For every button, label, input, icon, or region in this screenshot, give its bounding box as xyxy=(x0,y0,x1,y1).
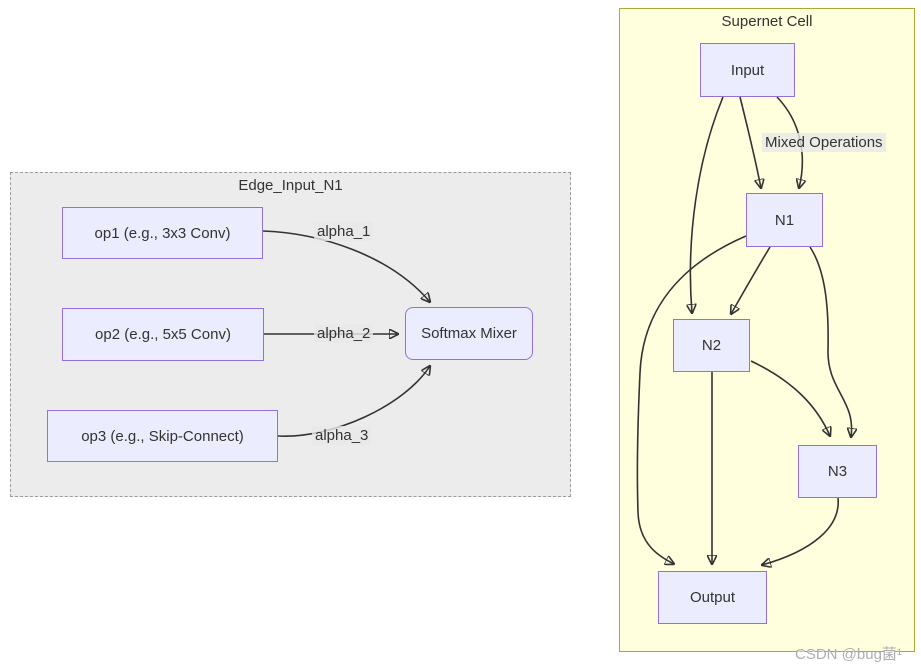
watermark: CSDN @bug菌¹ xyxy=(795,646,902,663)
node-output: Output xyxy=(658,571,767,624)
node-n1: N1 xyxy=(746,193,823,247)
node-n2: N2 xyxy=(673,319,750,372)
node-softmax-mixer: Softmax Mixer xyxy=(405,307,533,360)
node-op1: op1 (e.g., 3x3 Conv) xyxy=(62,207,263,259)
node-n3: N3 xyxy=(798,445,877,498)
edge-input-n2 xyxy=(690,96,724,313)
edge-op1-mixer xyxy=(262,230,430,302)
edge-label-alpha-1: alpha_1 xyxy=(314,222,374,241)
node-op2: op2 (e.g., 5x5 Conv) xyxy=(62,308,264,361)
edge-n2-n3 xyxy=(750,360,830,436)
edge-label-mixed-operations: Mixed Operations xyxy=(762,133,886,152)
node-input: Input xyxy=(700,43,795,97)
edge-n3-output xyxy=(762,497,839,565)
cluster-supernet-cell: Supernet Cell xyxy=(619,8,915,652)
edge-op3-mixer xyxy=(277,366,430,437)
node-op3: op3 (e.g., Skip-Connect) xyxy=(47,410,278,462)
edge-input-n1 xyxy=(739,96,761,188)
edge-label-alpha-2: alpha_2 xyxy=(314,324,374,343)
edge-n1-output xyxy=(636,235,747,564)
edge-label-alpha-3: alpha_3 xyxy=(312,426,372,445)
edge-n1-n2 xyxy=(731,246,771,314)
cluster-title-supernet-cell: Supernet Cell xyxy=(721,13,813,30)
cluster-title-edge-input-n1: Edge_Input_N1 xyxy=(238,177,343,194)
edge-n1-n3 xyxy=(809,246,852,437)
